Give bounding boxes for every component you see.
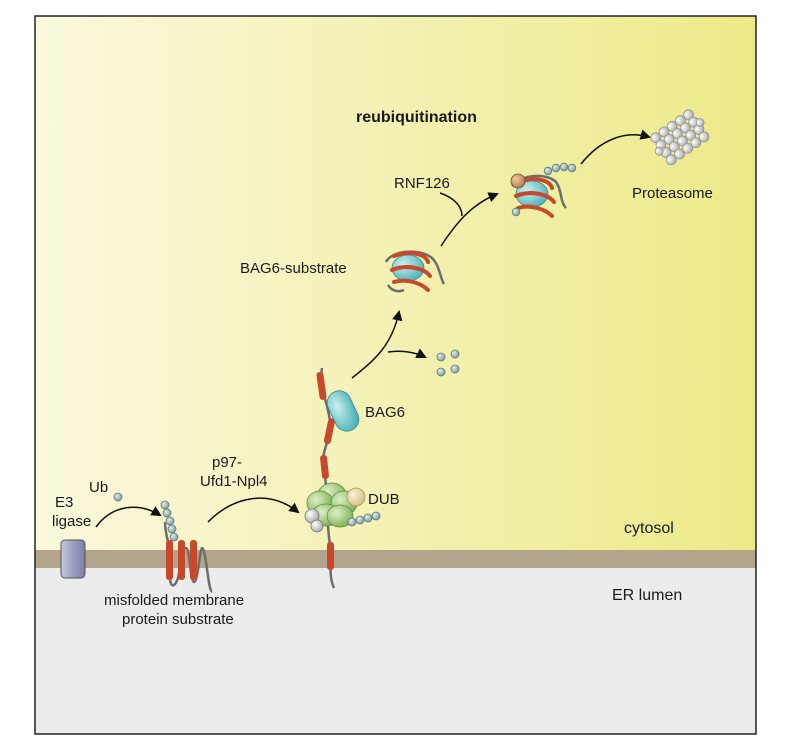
label-e3-line2: ligase xyxy=(52,513,91,530)
label-bag6-substrate: BAG6-substrate xyxy=(240,260,347,277)
label-p97-line2: Ufd1-Npl4 xyxy=(200,473,268,490)
label-proteasome: Proteasome xyxy=(632,185,713,202)
er-membrane xyxy=(35,550,756,568)
label-e3-line1: E3 xyxy=(55,494,73,511)
label-dub: DUB xyxy=(368,491,400,508)
frame xyxy=(34,15,757,735)
dub-shape xyxy=(346,487,366,507)
p97-complex xyxy=(304,367,381,589)
new-ubiquitin-chain xyxy=(511,162,577,217)
bag6-substrate-complex xyxy=(384,250,446,293)
arrow-to-proteasome xyxy=(580,129,652,165)
label-p97-line1: p97- xyxy=(212,454,242,471)
released-ubiquitin xyxy=(347,511,381,527)
arrow-reubiquitination xyxy=(440,192,499,247)
label-substrate-line1: misfolded membrane xyxy=(104,592,244,609)
arrow-ub-release xyxy=(387,348,427,358)
arrow-ubiquitination xyxy=(95,506,162,528)
bag6-shape xyxy=(326,390,360,432)
free-ubiquitin-group xyxy=(436,349,460,377)
label-bag6: BAG6 xyxy=(365,404,405,421)
arrow-extraction xyxy=(207,497,300,523)
label-rnf126: RNF126 xyxy=(394,175,450,192)
er-lumen-region xyxy=(35,568,756,734)
proteasome-shape xyxy=(650,109,710,166)
label-cytosol: cytosol xyxy=(624,520,674,537)
label-reubiquitination: reubiquitination xyxy=(356,109,477,126)
ubiquitin-chain xyxy=(160,500,179,542)
label-substrate-line2: protein substrate xyxy=(122,611,234,628)
free-ubiquitin xyxy=(113,492,123,502)
arrow-to-bag6-substrate xyxy=(351,309,403,379)
e3-ligase-shape xyxy=(60,539,86,579)
arrow-rnf126 xyxy=(439,192,463,217)
reubiquitinated-complex xyxy=(510,162,577,218)
rnf126-shape xyxy=(510,173,526,189)
label-er-lumen: ER lumen xyxy=(612,587,682,604)
label-ub: Ub xyxy=(89,479,108,496)
membrane-substrate xyxy=(160,500,214,594)
